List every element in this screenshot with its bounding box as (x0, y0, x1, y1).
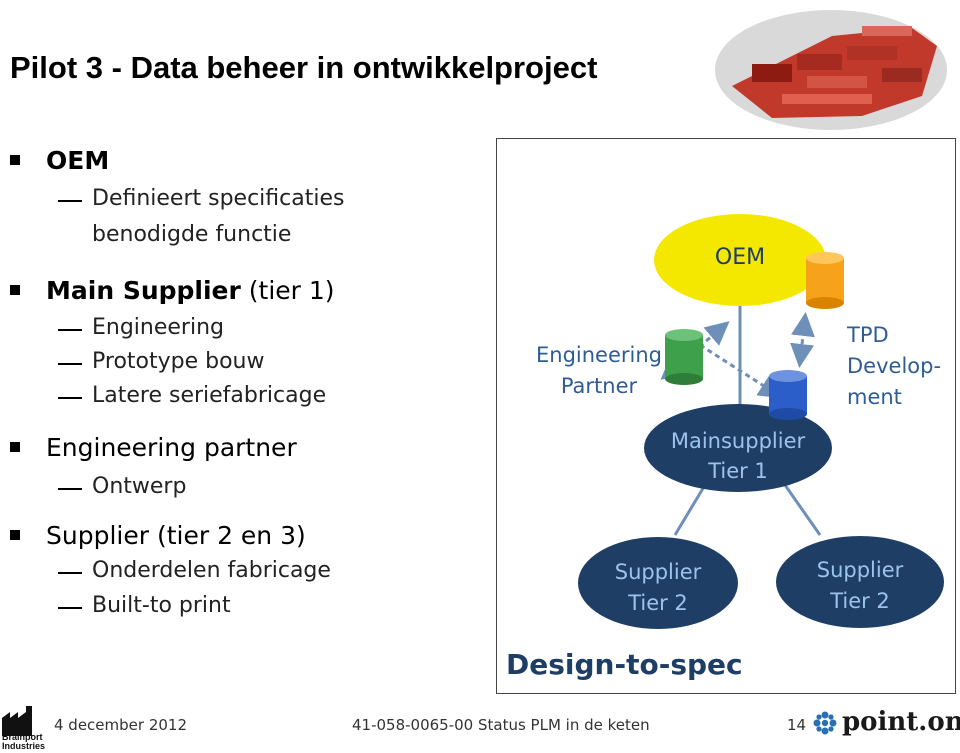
supply-chain-diagram (496, 138, 956, 694)
bullet-supplier: Supplier (tier 2 en 3) (10, 521, 306, 550)
sub-bullet: Engineering (58, 315, 224, 340)
green-database-icon (665, 329, 703, 385)
bullet-square-icon (10, 530, 20, 540)
supplier-right-label: Supplier Tier 2 (816, 558, 904, 613)
sub-bullet: Ontwerp (58, 474, 186, 499)
dashed-arrow-3 (790, 312, 815, 368)
point-one-logo-icon (813, 711, 837, 735)
design-to-spec-caption: Design-to-spec (506, 648, 743, 681)
sub-bullet: Built-to print (58, 593, 231, 618)
supplier-left-label: Supplier Tier 2 (614, 560, 702, 615)
oem-node (654, 214, 826, 306)
process-map-logo (715, 10, 947, 130)
dash-icon (58, 397, 82, 399)
supplier-left-node (578, 537, 738, 629)
dash-icon (58, 200, 82, 202)
mainsupplier-label: Mainsupplier Tier 1 (670, 429, 806, 483)
page-title: Pilot 3 - Data beheer in ontwikkelprojec… (10, 50, 598, 85)
bullet-square-icon (10, 285, 20, 295)
bullet-main-supplier: Main Supplier (tier 1) (10, 276, 335, 305)
orange-database-icon (806, 252, 844, 309)
bullet-engineering-partner: Engineering partner (10, 433, 297, 462)
engineering-partner-label: Engineering Partner (536, 343, 662, 398)
sub-bullet: Definieert specificaties (58, 186, 344, 211)
sub-bullet: Onderdelen fabricage (58, 558, 331, 583)
sub-bullet: Latere seriefabricage (58, 383, 326, 408)
bullet-oem: OEM (10, 146, 109, 175)
dash-icon (58, 607, 82, 609)
oem-label: OEM (714, 245, 766, 270)
dash-icon (58, 488, 82, 490)
footer-date: 4 december 2012 (54, 716, 188, 734)
dash-icon (58, 572, 82, 574)
tier1-supplier-right-link (783, 484, 822, 536)
dash-icon (58, 363, 82, 365)
mainsupplier-node (644, 404, 832, 492)
supplier-right-node (776, 536, 944, 628)
sub-bullet: Prototype bouw (58, 349, 265, 374)
page-number: 14 (787, 716, 807, 734)
bullet-square-icon (10, 155, 20, 165)
sub-bullet-continued: benodigde functie (92, 222, 292, 247)
tpd-development-label: TPD Develop- ment (847, 323, 942, 409)
blue-database-icon (769, 370, 807, 420)
point-one-logo-text: point.one (842, 707, 960, 737)
bullet-list: OEM Definieert specificaties benodigde f… (0, 0, 500, 660)
dash-icon (58, 329, 82, 331)
brainport-logo-text: Brainport Industries (2, 732, 46, 751)
tier1-supplier-left-link (673, 484, 707, 536)
brainport-factory-icon (2, 706, 32, 736)
bullet-square-icon (10, 442, 20, 452)
footer-document: 41-058-0065-00 Status PLM in de keten (352, 716, 650, 734)
dashed-arrow-1 (699, 343, 784, 399)
